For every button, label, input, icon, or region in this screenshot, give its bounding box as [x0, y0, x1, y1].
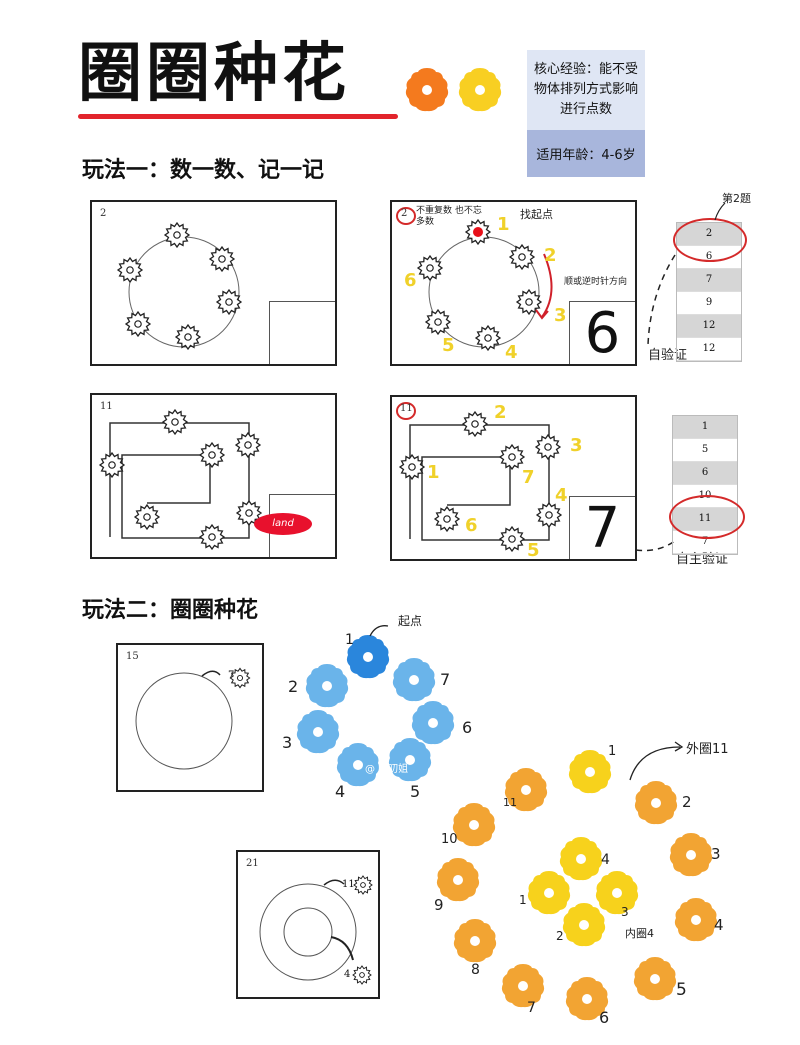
worksheet-panel-single-ring: 15 7 [116, 643, 264, 792]
worksheet-panel-spiral: 11 land [90, 393, 337, 559]
outer-count: 11 [342, 879, 355, 890]
start-point-note: 起点 [398, 614, 423, 628]
gear-circle-drawing [117, 222, 242, 350]
question-number: 15 [126, 651, 139, 662]
question-number: 21 [246, 858, 259, 869]
dashed-connector [635, 539, 677, 552]
double-flower-ring [436, 741, 718, 1021]
dashed-connector [647, 202, 726, 346]
worksheet-panel-double-ring: 21 11 4 [236, 850, 380, 999]
page-title: 圈圈种花 [78, 37, 350, 111]
question-2-note: 第2题 [722, 192, 751, 205]
gear-circle-drawing [417, 219, 553, 351]
double-ring-drawing [259, 875, 373, 985]
note-find-start: 找起点 [520, 208, 553, 221]
flower-count: 7 [228, 670, 235, 681]
self-verify-label: 自主验证 [676, 552, 729, 567]
question-number: 11 [400, 403, 413, 414]
worksheet-panel-circle-annotated: 2 不重复数 也不忘多数 找起点 顺或逆时针方向 1 2 3 4 5 6 6 [390, 200, 637, 366]
section2-title: 玩法二：圈圈种花 [82, 598, 259, 623]
section1-title: 玩法一：数一数、记一记 [82, 158, 325, 183]
title-flowers-decoration [405, 68, 502, 112]
answer-box[interactable] [269, 301, 335, 364]
worksheet-panel-circle: 2 [90, 200, 337, 366]
highlight-oval [673, 218, 747, 262]
watermark: @ 叨叨姐 [365, 764, 409, 775]
title-underline [78, 114, 398, 119]
highlight-oval [669, 495, 745, 539]
question-number: 2 [401, 208, 408, 219]
outer-ring-note: 外圈11 [686, 742, 729, 757]
red-scribble-note: land [254, 513, 312, 535]
age-range-text: 适用年龄：4-6岁 [527, 130, 645, 177]
inner-ring-note: 内圈4 [625, 927, 654, 940]
inner-count: 4 [344, 969, 351, 980]
gear-spiral-drawing [399, 411, 562, 552]
question-number: 2 [100, 208, 107, 219]
note-no-repeat: 不重复数 也不忘多数 [416, 206, 482, 227]
ring-drawing [135, 667, 251, 770]
note-direction: 顺或逆时针方向 [564, 277, 628, 287]
question-number: 11 [100, 401, 113, 412]
worksheet-panel-spiral-annotated: 11 1 2 3 4 5 6 7 7 [390, 395, 637, 561]
core-experience-text: 核心经验：能不受物体排列方式影响进行点数 [527, 50, 645, 130]
info-card: 核心经验：能不受物体排列方式影响进行点数 适用年龄：4-6岁 [527, 50, 645, 177]
answer-box[interactable]: 6 [569, 301, 635, 366]
answer-box[interactable]: 7 [569, 496, 635, 561]
blue-flower-ring [296, 625, 455, 787]
gear-spiral-drawing [99, 409, 262, 550]
self-verify-label: 自验证 [648, 348, 688, 363]
